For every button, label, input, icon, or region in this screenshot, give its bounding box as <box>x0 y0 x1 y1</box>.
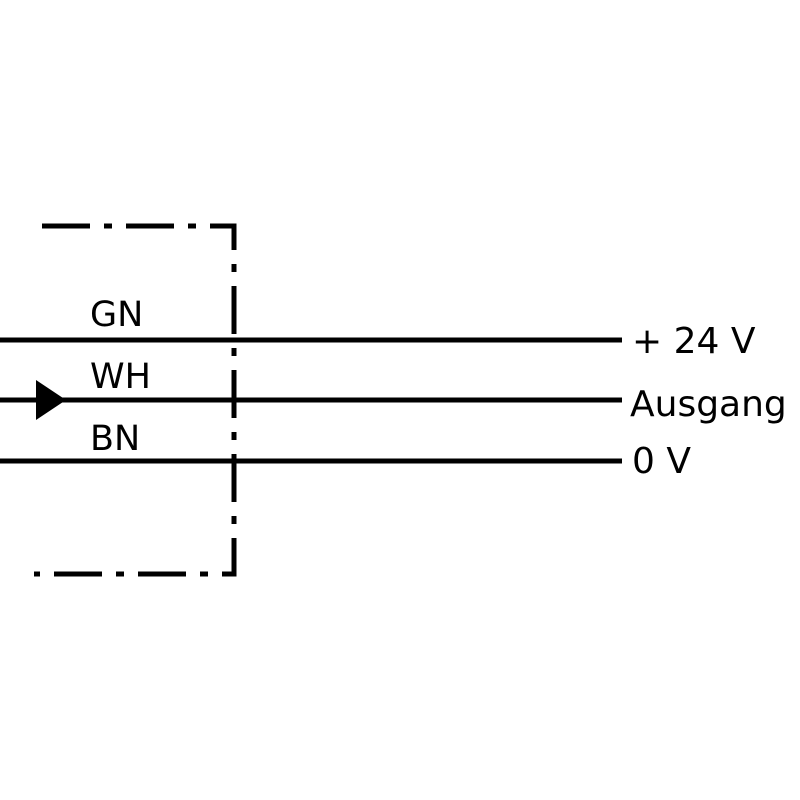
wire-label-gn: GN <box>90 295 143 335</box>
terminal-label-plus-24v: + 24 V <box>632 321 756 362</box>
triangle-arrow-icon <box>36 380 66 420</box>
terminal-label-ausgang: Ausgang <box>630 384 787 425</box>
wire-label-wh: WH <box>90 357 151 397</box>
terminal-label-0v: 0 V <box>632 441 691 482</box>
wire-label-bn: BN <box>90 419 140 459</box>
